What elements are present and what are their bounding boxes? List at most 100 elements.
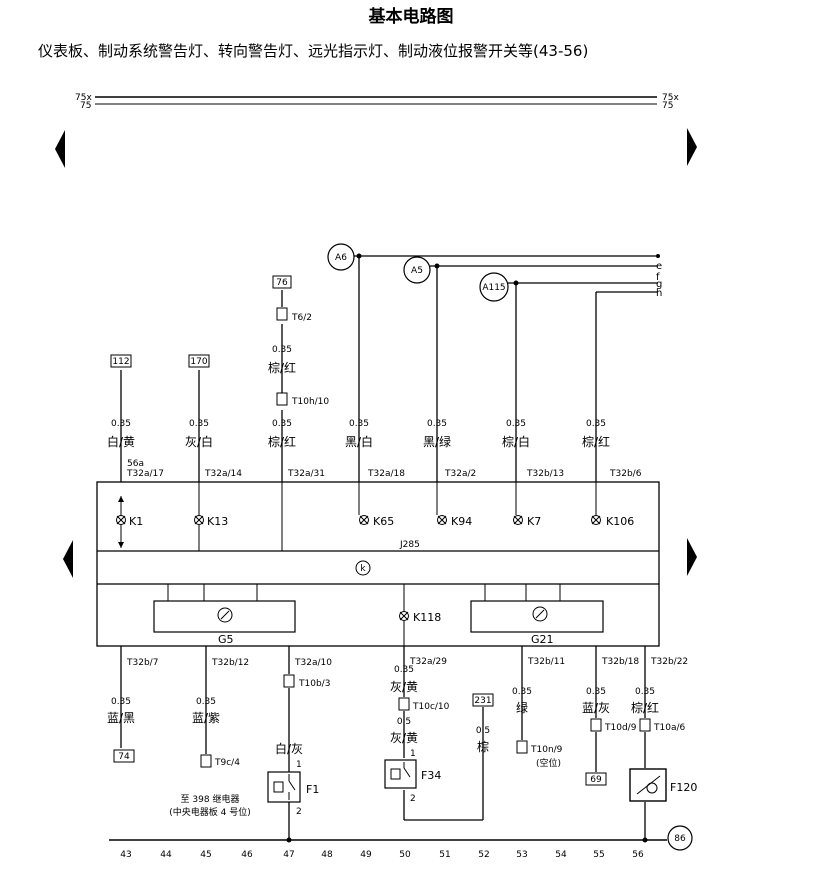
empty-slot-note: (空位)	[536, 757, 561, 769]
column-number: 47	[283, 850, 294, 860]
wire-size: 0.35	[586, 419, 606, 429]
diagram-title: 基本电路图	[368, 7, 454, 27]
connector-icon	[639, 718, 651, 732]
wire-size: 0.35	[512, 687, 532, 697]
pin-label: T32b/7	[126, 658, 158, 668]
connector-t9c-4: T9c/4	[214, 758, 240, 768]
bottom-wires	[120, 646, 646, 840]
component-label-f34: F34	[421, 769, 441, 782]
bus-g: g	[656, 279, 662, 290]
lamp-label-k1: K1	[129, 515, 143, 528]
ground-label-86: 86	[674, 834, 686, 844]
rail-75-left: 75	[80, 101, 91, 111]
top-wire-labels: 112 170 76 T6/2 0.35 棕/红 T10h/10 0.35 白/…	[107, 275, 642, 479]
pin-label: T32a/14	[204, 469, 242, 479]
prev-page-arrow-icon-lower[interactable]	[63, 540, 73, 578]
warning-lamp-k1: K1	[116, 515, 143, 528]
warning-lamp-k7: K7	[513, 482, 541, 528]
wire-size: 0.5	[397, 717, 411, 727]
wire-size: 0.35	[427, 419, 447, 429]
pin-number: 2	[296, 807, 302, 817]
connector-icon	[276, 307, 288, 321]
wire-size: 0.5	[476, 726, 490, 736]
connector-t10b-3: T10b/3	[298, 679, 330, 689]
wire-size: 0.35	[394, 665, 414, 675]
top-wires	[120, 256, 597, 482]
lamp-label-k7: K7	[527, 515, 541, 528]
ref-box-231: 231	[474, 696, 491, 706]
warning-lamp-k118: K118	[399, 584, 441, 646]
wire-color: 蓝/灰	[582, 701, 610, 715]
rail-75x-left: 75x	[75, 93, 92, 103]
pin-label: T32b/12	[211, 658, 249, 668]
column-number: 49	[360, 850, 372, 860]
lamp-label-k94: K94	[451, 515, 472, 528]
next-page-arrow-icon[interactable]	[687, 128, 697, 166]
wire-size: 0.35	[111, 419, 131, 429]
wire-color: 棕/红	[268, 434, 296, 449]
warning-lamp-k13: K13	[194, 482, 228, 551]
bottom-ground: 86	[109, 825, 693, 851]
wire-color: 绿	[516, 700, 528, 715]
wire-color: 黑/绿	[423, 434, 451, 449]
bus-f: f	[656, 272, 660, 283]
pin-label: T32a/2	[444, 469, 476, 479]
wire-color: 白/黄	[107, 434, 135, 449]
ground-point-86	[667, 825, 693, 851]
connector-t6-2: T6/2	[291, 313, 312, 323]
connector-icon	[398, 697, 410, 711]
wire-size: 0.35	[196, 697, 216, 707]
column-number: 56	[632, 850, 644, 860]
pin-label: T32b/11	[527, 657, 565, 667]
lamp-label-k13: K13	[207, 515, 228, 528]
ref-box-170: 170	[190, 357, 207, 367]
wire-size: 0.35	[272, 419, 292, 429]
pin-label: T32a/31	[287, 469, 325, 479]
column-number: 46	[241, 850, 253, 860]
wire-color: 蓝/黑	[107, 711, 135, 725]
ground-point-a115	[479, 272, 509, 302]
column-number: 51	[439, 850, 450, 860]
wire-color: 蓝/紫	[192, 711, 220, 725]
top-rails: 75x 75 75x 75	[75, 93, 679, 111]
switch-f1: F1	[267, 771, 319, 803]
wire-color: 灰/白	[185, 434, 213, 449]
lamp-label-k106: K106	[606, 515, 634, 528]
bus-h: h	[656, 288, 662, 299]
pin-label: T32a/17	[126, 469, 164, 479]
connector-icon	[283, 674, 295, 688]
connector-icon	[516, 740, 528, 754]
ref-box-112: 112	[112, 357, 129, 367]
connector-t10d-9: T10d/9	[604, 723, 637, 733]
column-numbers: 43 44 45 46 47 48 49 50 51 52 53 54 55 5…	[120, 850, 644, 860]
ground-label-a115: A115	[482, 283, 505, 293]
rail-75-right: 75	[662, 101, 673, 111]
connector-t10h-10: T10h/10	[291, 397, 329, 407]
k-symbol-label: k	[360, 564, 366, 574]
prev-page-arrow-icon[interactable]	[55, 130, 65, 168]
k-symbol-icon	[355, 560, 371, 576]
connector-icon	[200, 754, 212, 768]
next-page-arrow-icon-lower[interactable]	[687, 538, 697, 576]
component-label-f120: F120	[670, 781, 697, 794]
wire-color: 白/灰	[275, 741, 303, 756]
connector-icon	[590, 718, 602, 732]
pin-label: T32b/22	[650, 657, 688, 667]
lamp-label-k65: K65	[373, 515, 394, 528]
pin-label: T32b/6	[609, 469, 642, 479]
wire-color: 棕/红	[631, 700, 659, 715]
wire-size: 0.35	[506, 419, 526, 429]
column-number: 55	[593, 850, 604, 860]
wire-size: 0.35	[189, 419, 209, 429]
diagram-subtitle: 仪表板、制动系统警告灯、转向警告灯、远光指示灯、制动液位报警开关等(43-56)	[38, 42, 589, 60]
wire-size: 0.35	[111, 697, 131, 707]
warning-lamp-k94: K94	[436, 482, 472, 528]
gauge-g5: G5	[153, 584, 296, 646]
rail-75x-right: 75x	[662, 93, 679, 103]
ground-point-a6	[327, 243, 355, 271]
instrument-cluster: J285 k K1 K13 K65	[96, 481, 660, 647]
pin-number: 1	[410, 749, 416, 759]
pin-label: T32b/13	[526, 469, 564, 479]
ground-label-a5: A5	[411, 266, 423, 276]
